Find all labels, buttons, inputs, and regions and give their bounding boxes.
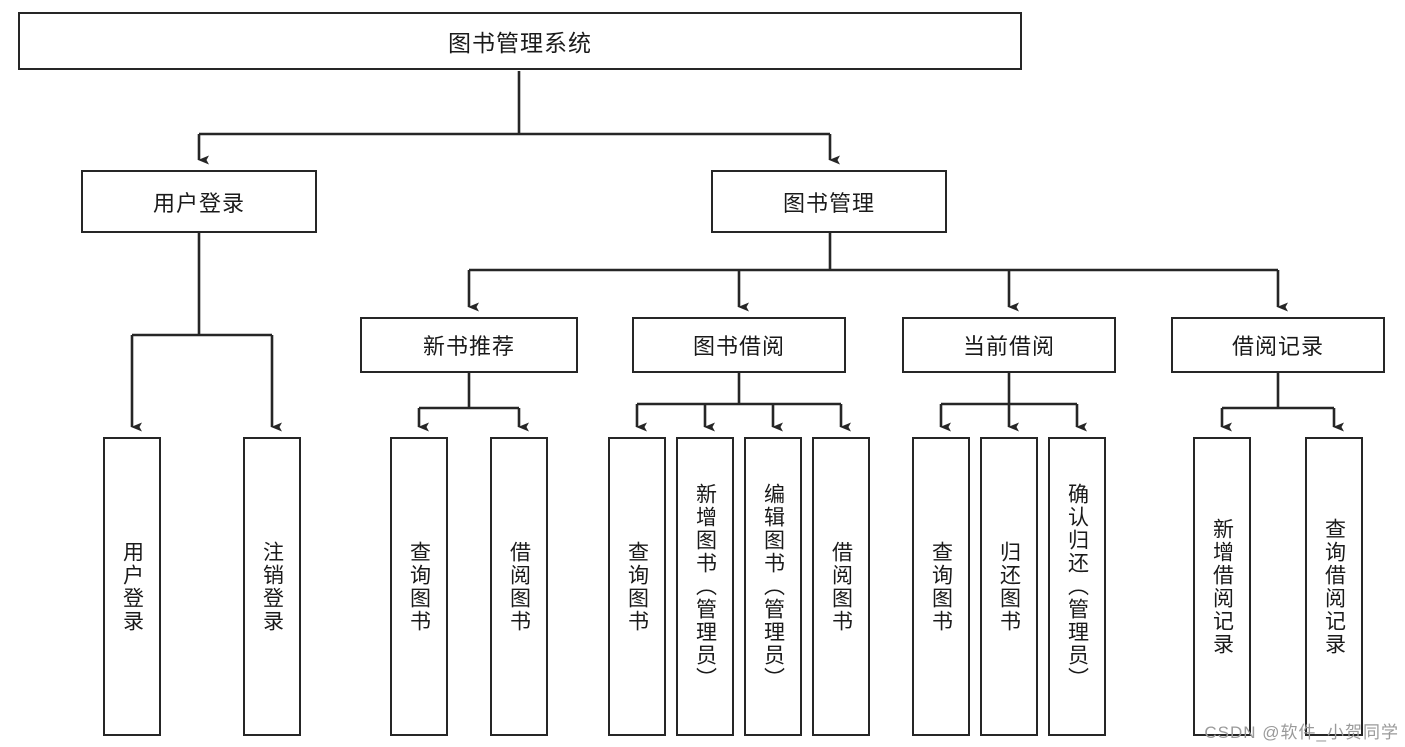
- node-leaf-return-book-label: 归还图书: [997, 540, 1021, 633]
- node-leaf-query-book-2-label: 查询图书: [625, 540, 649, 633]
- node-user-login-label: 用户登录: [152, 190, 245, 216]
- node-leaf-add-record[interactable]: 新增借阅记录: [1193, 437, 1251, 736]
- node-leaf-query-book-3-label: 查询图书: [929, 540, 953, 633]
- node-leaf-confirm-return-label: 确认归还（管理员）: [1065, 483, 1089, 690]
- node-leaf-add-record-label: 新增借阅记录: [1210, 517, 1234, 656]
- node-leaf-user-login-label: 用户登录: [120, 540, 144, 633]
- node-leaf-query-book-1[interactable]: 查询图书: [390, 437, 448, 736]
- node-leaf-logout[interactable]: 注销登录: [243, 437, 301, 736]
- node-leaf-add-book[interactable]: 新增图书（管理员）: [676, 437, 734, 736]
- node-leaf-edit-book[interactable]: 编辑图书（管理员）: [744, 437, 802, 736]
- node-book-borrow[interactable]: 图书借阅: [632, 317, 846, 373]
- node-leaf-edit-book-label: 编辑图书（管理员）: [761, 483, 785, 690]
- node-leaf-query-record-label: 查询借阅记录: [1322, 517, 1346, 656]
- node-current-borrow-label: 当前借阅: [962, 334, 1055, 359]
- node-book-borrow-label: 图书借阅: [692, 334, 785, 359]
- node-borrow-record-label: 借阅记录: [1231, 334, 1324, 359]
- node-book-manage-label: 图书管理: [782, 190, 875, 216]
- node-leaf-borrow-book-1-label: 借阅图书: [507, 540, 531, 633]
- node-leaf-user-login[interactable]: 用户登录: [103, 437, 161, 736]
- node-leaf-query-book-2[interactable]: 查询图书: [608, 437, 666, 736]
- node-leaf-query-record[interactable]: 查询借阅记录: [1305, 437, 1363, 736]
- node-leaf-query-book-1-label: 查询图书: [407, 540, 431, 633]
- node-leaf-borrow-book-2-label: 借阅图书: [829, 540, 853, 633]
- node-user-login[interactable]: 用户登录: [81, 170, 317, 233]
- node-new-book-recommend-label: 新书推荐: [422, 334, 515, 359]
- node-leaf-logout-label: 注销登录: [260, 540, 284, 633]
- node-leaf-query-book-3[interactable]: 查询图书: [912, 437, 970, 736]
- node-leaf-confirm-return[interactable]: 确认归还（管理员）: [1048, 437, 1106, 736]
- watermark: CSDN @软件_小贺同学: [1204, 723, 1399, 742]
- node-borrow-record[interactable]: 借阅记录: [1171, 317, 1385, 373]
- node-book-manage[interactable]: 图书管理: [711, 170, 947, 233]
- node-new-book-recommend[interactable]: 新书推荐: [360, 317, 578, 373]
- node-leaf-borrow-book-1[interactable]: 借阅图书: [490, 437, 548, 736]
- node-leaf-add-book-label: 新增图书（管理员）: [693, 483, 717, 690]
- node-root[interactable]: 图书管理系统: [18, 12, 1022, 70]
- node-current-borrow[interactable]: 当前借阅: [902, 317, 1116, 373]
- node-leaf-borrow-book-2[interactable]: 借阅图书: [812, 437, 870, 736]
- node-leaf-return-book[interactable]: 归还图书: [980, 437, 1038, 736]
- node-root-label: 图书管理系统: [448, 30, 592, 56]
